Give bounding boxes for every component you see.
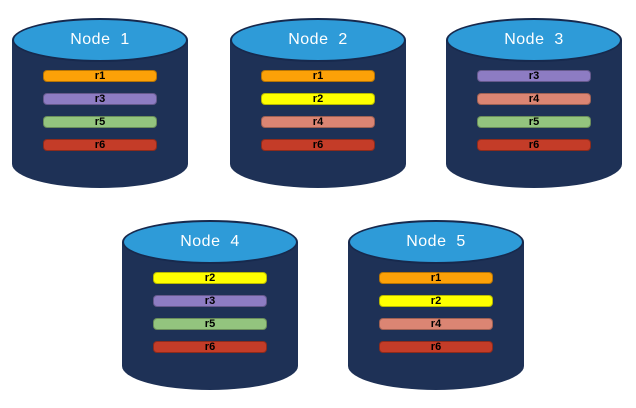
node-cylinder-1: Node 1 r1 r3 r5 r6: [12, 18, 188, 188]
replica-bar: r2: [153, 272, 267, 284]
cylinder-body: [122, 242, 298, 390]
replica-bar: r6: [379, 341, 493, 353]
node-cylinder-3: Node 3 r3 r4 r5 r6: [446, 18, 622, 188]
cylinder-body: [446, 40, 622, 188]
replica-bar: r3: [43, 93, 157, 105]
replica-list: r1 r3 r5 r6: [43, 70, 157, 162]
replica-bar: r1: [43, 70, 157, 82]
replica-bar: r2: [379, 295, 493, 307]
node-title: Node 5: [406, 233, 466, 250]
replica-bar: r6: [477, 139, 591, 151]
node-title: Node 3: [504, 31, 564, 48]
replica-bar: r5: [477, 116, 591, 128]
cylinder-body: [348, 242, 524, 390]
replica-bar: r1: [261, 70, 375, 82]
replica-bar: r3: [153, 295, 267, 307]
replica-bar: r4: [379, 318, 493, 330]
node-cylinder-4: Node 4 r2 r3 r5 r6: [122, 220, 298, 390]
replica-list: r2 r3 r5 r6: [153, 272, 267, 364]
cylinder-top: Node 4: [122, 220, 298, 264]
cylinder-body: [12, 40, 188, 188]
cylinder-body: [230, 40, 406, 188]
node-title: Node 2: [288, 31, 348, 48]
replica-bar: r6: [43, 139, 157, 151]
replica-bar: r6: [153, 341, 267, 353]
cylinder-top: Node 3: [446, 18, 622, 62]
replica-bar: r4: [261, 116, 375, 128]
replica-list: r1 r2 r4 r6: [261, 70, 375, 162]
node-cylinder-5: Node 5 r1 r2 r4 r6: [348, 220, 524, 390]
cylinder-top: Node 2: [230, 18, 406, 62]
replica-bar: r4: [477, 93, 591, 105]
replica-bar: r2: [261, 93, 375, 105]
cylinder-top: Node 1: [12, 18, 188, 62]
replica-list: r3 r4 r5 r6: [477, 70, 591, 162]
replica-bar: r5: [153, 318, 267, 330]
replica-bar: r1: [379, 272, 493, 284]
replica-list: r1 r2 r4 r6: [379, 272, 493, 364]
node-title: Node 1: [70, 31, 130, 48]
node-title: Node 4: [180, 233, 240, 250]
replica-bar: r5: [43, 116, 157, 128]
replica-bar: r3: [477, 70, 591, 82]
replica-bar: r6: [261, 139, 375, 151]
cylinder-top: Node 5: [348, 220, 524, 264]
node-cylinder-2: Node 2 r1 r2 r4 r6: [230, 18, 406, 188]
